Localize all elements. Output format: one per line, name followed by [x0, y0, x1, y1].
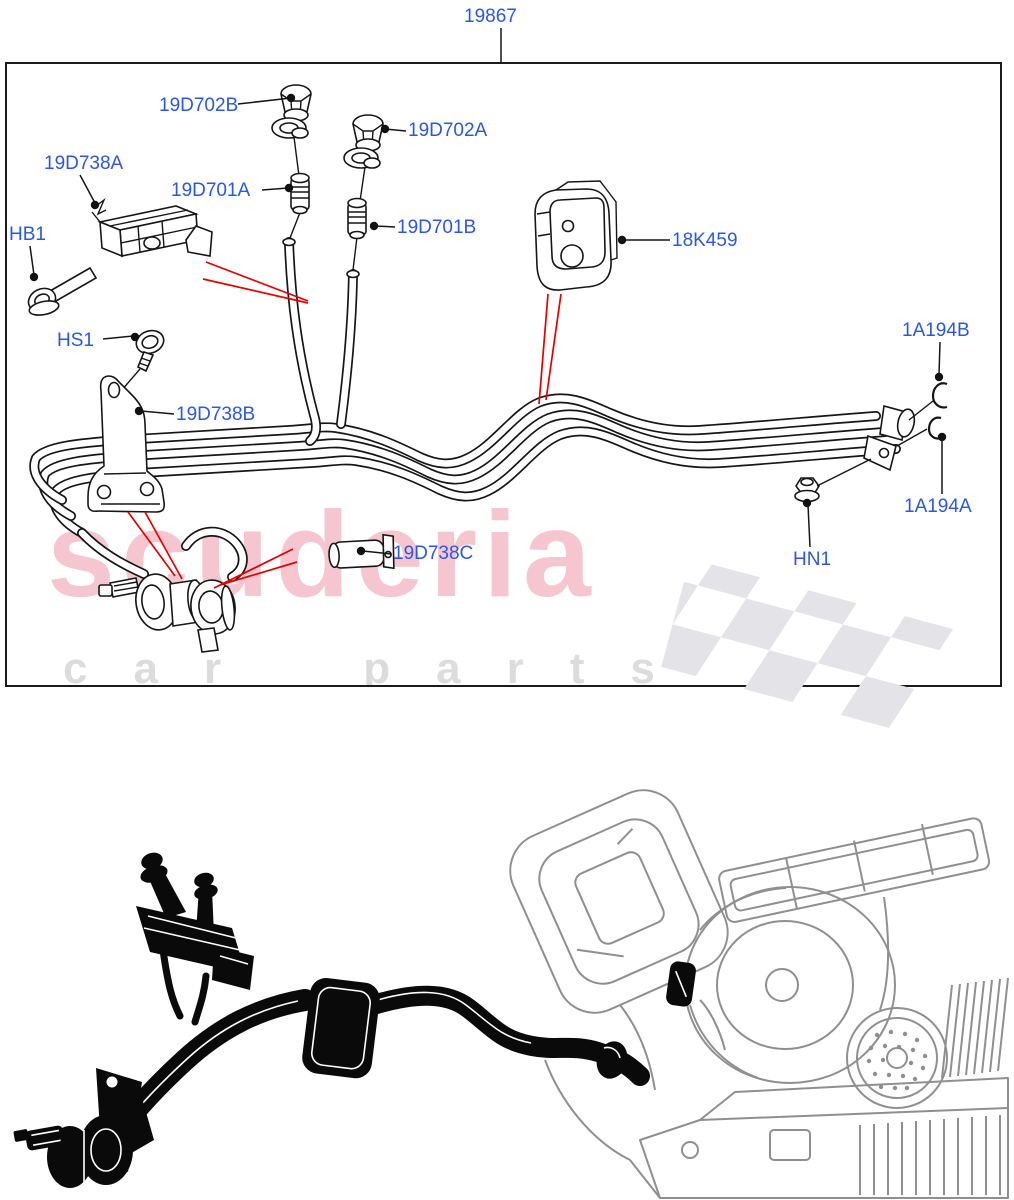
label-19d738b: 19D738B	[176, 404, 256, 425]
label-hs1: HS1	[57, 330, 94, 351]
fan-perforations	[866, 1029, 928, 1091]
label-assembly-19867: 19867	[464, 6, 517, 27]
diagram-panel-border	[5, 62, 1002, 687]
label-19d702b: 19D702B	[159, 95, 239, 116]
label-1a194b: 1A194B	[902, 320, 970, 341]
label-18k459: 18K459	[672, 230, 738, 251]
label-19d738c: 19D738C	[393, 543, 474, 564]
label-19d738a: 19D738A	[44, 153, 124, 174]
hose-assembly-silhouette	[13, 852, 696, 1188]
label-19d701a: 19D701A	[171, 180, 251, 201]
hvac-unit-drawing	[509, 789, 1009, 1199]
watermark-tagline: car parts	[63, 644, 701, 685]
label-hn1: HN1	[793, 549, 832, 570]
label-19d702a: 19D702A	[408, 120, 488, 141]
label-1a194a: 1A194A	[904, 496, 972, 517]
label-hb1: HB1	[9, 224, 46, 245]
label-19d701b: 19D701B	[397, 217, 477, 238]
